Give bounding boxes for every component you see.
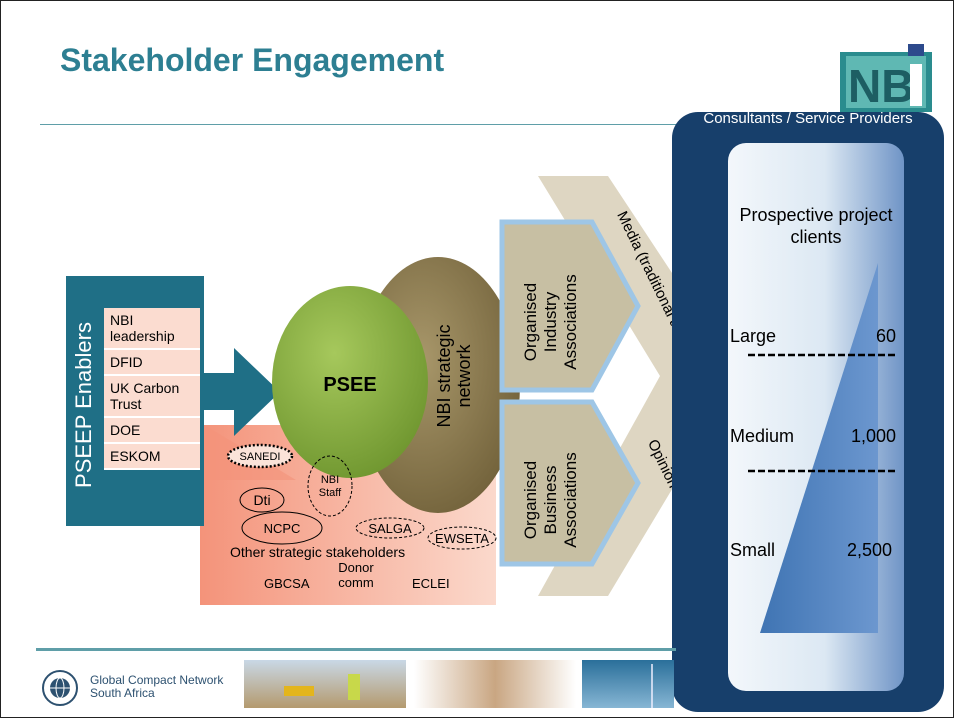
business-associations-label: Organised Business Associations bbox=[521, 452, 580, 548]
enabler-item: DOE bbox=[104, 418, 200, 444]
donor-label: Donor comm bbox=[338, 560, 374, 590]
other-stakeholders-heading: Other strategic stakeholders bbox=[230, 544, 406, 560]
footer-org-line1: Global Compact Network bbox=[90, 673, 224, 687]
globe-icon bbox=[42, 670, 78, 706]
industry-associations-label: Organised Industry Associations bbox=[521, 274, 580, 370]
segment-medium-label: Medium bbox=[730, 426, 795, 446]
enabler-item: DFID bbox=[104, 350, 200, 376]
pseep-enablers-heading: PSEEP Enablers bbox=[71, 322, 96, 488]
enabler-item: ESKOM bbox=[104, 444, 200, 470]
construction-photo bbox=[244, 660, 406, 708]
enablers-list: NBI leadership DFID UK Carbon Trust DOE … bbox=[104, 308, 200, 470]
business-associations-shape bbox=[499, 399, 641, 567]
psee-label: PSEE bbox=[323, 374, 377, 396]
slide-title: Stakeholder Engagement bbox=[60, 42, 445, 78]
segment-medium-value: 1,000 bbox=[850, 426, 896, 446]
ewseta-label: EWSETA bbox=[435, 530, 489, 546]
salga-label: SALGA bbox=[368, 520, 412, 536]
segment-small-label: Small bbox=[730, 540, 776, 560]
enabler-item: NBI leadership bbox=[104, 308, 200, 350]
enabler-item: UK Carbon Trust bbox=[104, 376, 200, 418]
dti-label: Dti bbox=[253, 492, 271, 508]
wind-turbine-photo bbox=[582, 660, 674, 708]
svg-text:NB: NB bbox=[848, 60, 914, 112]
segment-small-value: 2,500 bbox=[846, 540, 892, 560]
saned-label: SANEDI bbox=[239, 451, 281, 463]
gbcsa-label: GBCSA bbox=[264, 576, 310, 591]
prospective-clients-heading: Prospective project clients bbox=[739, 205, 893, 247]
segment-large-value: 60 bbox=[875, 326, 896, 346]
stakeholder-ellipses bbox=[226, 443, 497, 550]
industry-associations-shape bbox=[499, 219, 641, 393]
psee-circle bbox=[272, 286, 428, 478]
ncpc-label: NCPC bbox=[263, 520, 301, 536]
footer-org-line2: South Africa bbox=[90, 686, 155, 700]
eclei-label: ECLEI bbox=[412, 576, 450, 591]
nbi-network-label: NBI strategic network bbox=[434, 324, 474, 428]
segment-large-label: Large bbox=[730, 326, 777, 346]
footer-org-name: Global Compact Network South Africa bbox=[90, 674, 223, 700]
consultants-label: Consultants / Service Providers bbox=[703, 110, 913, 127]
client-pyramid bbox=[748, 263, 898, 633]
title-divider bbox=[40, 124, 690, 125]
child-photo bbox=[414, 660, 576, 708]
enablers-arrow bbox=[204, 348, 280, 436]
nbi-logo: NB bbox=[840, 44, 932, 112]
nbi-staff-label: NBI Staff bbox=[318, 474, 342, 499]
footer-divider bbox=[36, 648, 676, 651]
